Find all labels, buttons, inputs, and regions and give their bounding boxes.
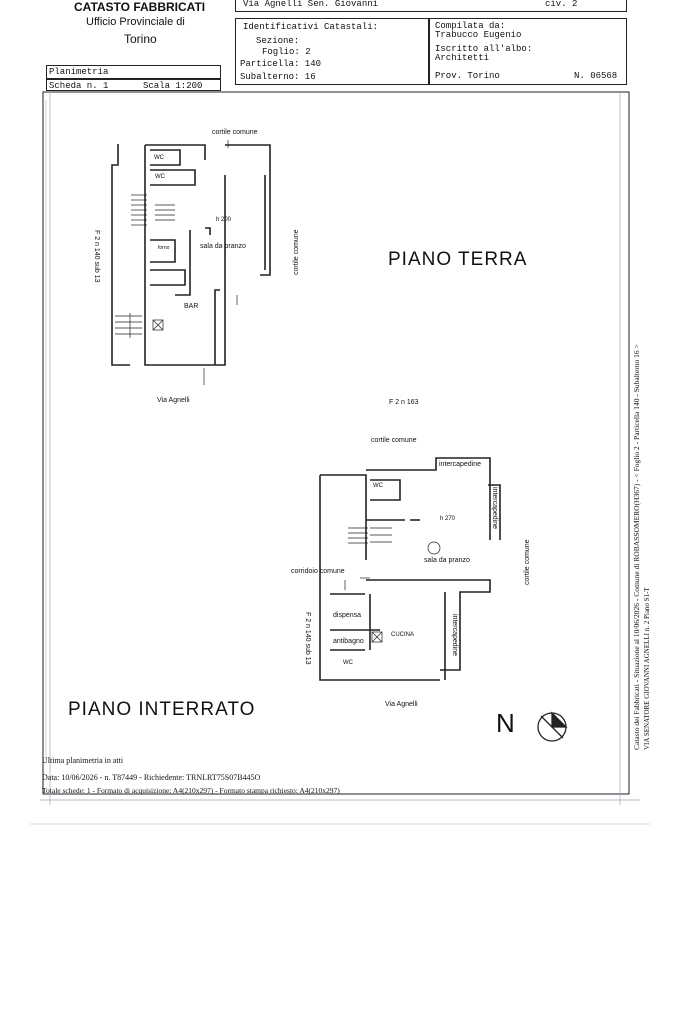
compilata-name: Trabucco Eugenio	[435, 30, 522, 40]
label-intercapedine-top: intercapedine	[439, 461, 482, 468]
label-wc-4: WC	[343, 660, 353, 666]
label-bar: BAR	[184, 303, 199, 310]
label-cortile-top: cortile comune	[212, 129, 258, 136]
header-city: Torino	[124, 32, 157, 46]
scheda-divider	[46, 78, 221, 80]
planimetria-label: Planimetria	[49, 67, 109, 77]
label-f2-163: F 2 n 163	[389, 399, 419, 406]
scala-label: Scala 1:200	[143, 81, 203, 91]
label-f2-left-interrato: F 2 n 140 sub 13	[304, 612, 311, 665]
label-cortile-right-interrato: cortile comune	[524, 539, 531, 585]
label-h270: h 270	[440, 516, 456, 522]
label-corridoio: corridoio comune	[291, 568, 345, 575]
ident-box	[235, 18, 627, 85]
label-h200: h 200	[216, 217, 232, 223]
header-office: Ufficio Provinciale di	[86, 16, 185, 28]
footer-side-note-2: VIA SENATORE GIOVANNI AGNELLI n. 2 Piano…	[643, 587, 651, 750]
footer-totale: Totale schede: 1 - Formato di acquisizio…	[42, 786, 340, 795]
label-f2-left-terra: F 2 n 140 sub 13	[93, 230, 100, 283]
ident-particella: Particella: 140	[240, 59, 322, 69]
address-box	[235, 0, 627, 12]
label-sala-pranzo-terra: sala da pranzo	[200, 243, 246, 250]
albo-number: N. 06568	[574, 71, 618, 81]
label-cortile-mid: cortile comune	[371, 437, 417, 444]
ident-sezione: Sezione:	[256, 36, 300, 46]
ident-divider	[428, 18, 430, 85]
scheda-label: Scheda n. 1	[49, 81, 109, 91]
footer-data: Data: 10/06/2026 - n. T87449 - Richieden…	[42, 773, 261, 782]
address: Via Agnelli Sen. Giovanni	[243, 0, 379, 9]
label-antibagno: antibagno	[333, 638, 364, 645]
label-via-agnelli-terra: Via Agnelli	[157, 397, 190, 404]
label-wc-1: WC	[154, 155, 164, 161]
north-arrow-icon	[537, 711, 568, 742]
label-cortile-right-terra: cortile comune	[293, 229, 300, 275]
albo-label: Iscritto all'albo:	[435, 44, 533, 54]
label-intercapedine-right: intercapedine	[491, 487, 498, 530]
footer-ultima: Ultima planimetria in atti	[42, 756, 124, 765]
albo-value: Architetti	[435, 53, 490, 63]
label-cucina: CUCINA	[391, 632, 415, 638]
ident-subalterno: Subalterno: 16	[240, 72, 316, 82]
label-wc-3: WC	[373, 483, 383, 489]
footer-side-note: Catasto dei Fabbricati - Situazione al 1…	[632, 344, 641, 750]
label-piano-terra: PIANO TERRA	[388, 249, 528, 270]
ident-foglio: Foglio: 2	[262, 47, 311, 57]
label-via-agnelli-interrato: Via Agnelli	[385, 701, 418, 708]
civic-number: civ. 2	[545, 0, 578, 9]
prov-label: Prov. Torino	[435, 71, 500, 81]
label-dispensa: dispensa	[333, 612, 362, 619]
label-sala-pranzo-interrato: sala da pranzo	[424, 557, 470, 564]
label-wc-2: WC	[155, 174, 165, 180]
header-title: CATASTO FABBRICATI	[74, 0, 206, 14]
label-north: N	[496, 708, 515, 738]
label-forno: forno	[158, 245, 170, 251]
ident-title: Identificativi Catastali:	[243, 22, 379, 32]
compilata-label: Compilata da:	[435, 21, 506, 31]
label-intercapedine-low: intercapedine	[451, 614, 458, 657]
label-piano-interrato: PIANO INTERRATO	[68, 699, 256, 720]
